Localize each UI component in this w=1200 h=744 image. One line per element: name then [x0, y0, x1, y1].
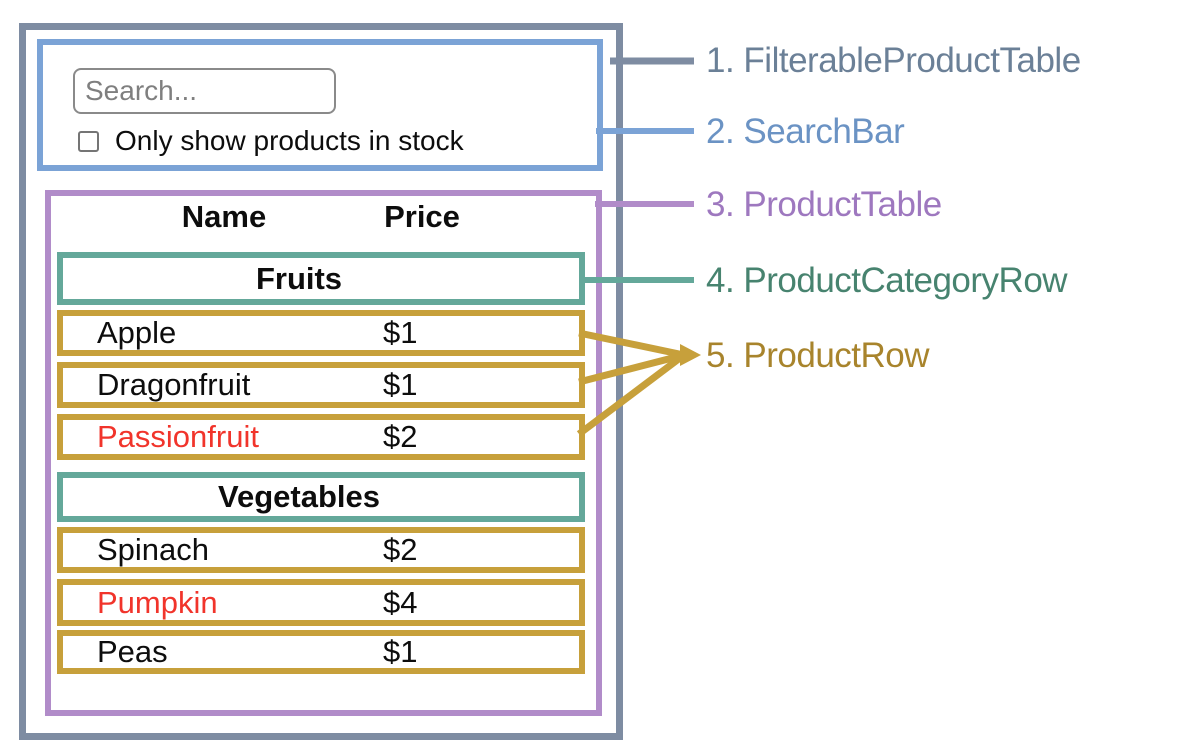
in-stock-checkbox[interactable]: [78, 130, 99, 152]
category-label: Vegetables: [218, 479, 380, 514]
product-name: Spinach: [97, 532, 210, 567]
legend-label-product-category-row: 4. ProductCategoryRow: [706, 261, 1068, 300]
legend-label-product-table: 3. ProductTable: [706, 185, 942, 224]
product-row-apple: Apple $1: [57, 310, 585, 356]
product-price: $2: [383, 532, 418, 567]
in-stock-checkbox-label: Only show products in stock: [115, 125, 464, 156]
legend-label-filterable-product-table: 1. FilterableProductTable: [706, 41, 1081, 80]
product-price: $1: [383, 367, 418, 402]
column-header-name: Name: [181, 199, 267, 234]
column-header-price: Price: [384, 199, 460, 234]
legend-label-search-bar: 2. SearchBar: [706, 112, 905, 151]
product-price: $4: [383, 584, 418, 620]
category-label: Fruits: [255, 260, 343, 296]
product-table-outline: [45, 190, 602, 716]
product-name: Apple: [97, 315, 177, 350]
search-bar-outline: [37, 39, 603, 171]
product-name: Dragonfruit: [97, 367, 251, 402]
in-stock-filter-row: Only show products in stock: [78, 125, 464, 156]
product-row-spinach: Spinach $2: [57, 527, 585, 573]
product-price: $1: [383, 315, 418, 350]
product-price: $1: [383, 634, 418, 669]
product-price: $2: [383, 419, 418, 454]
legend-label-product-row: 5. ProductRow: [706, 336, 930, 375]
search-input[interactable]: [73, 68, 336, 114]
connector-arrowhead: [680, 344, 701, 366]
category-row-fruits: Fruits: [57, 252, 585, 305]
product-name: Passionfruit: [97, 419, 259, 454]
product-row-peas: Peas $1: [57, 630, 585, 674]
product-row-dragonfruit: Dragonfruit $1: [57, 362, 585, 408]
category-row-vegetables: Vegetables: [57, 472, 585, 522]
product-row-passionfruit: Passionfruit $2: [57, 414, 585, 460]
product-name: Pumpkin: [97, 584, 218, 620]
product-row-pumpkin: Pumpkin $4: [57, 579, 585, 626]
product-name: Peas: [97, 634, 168, 669]
